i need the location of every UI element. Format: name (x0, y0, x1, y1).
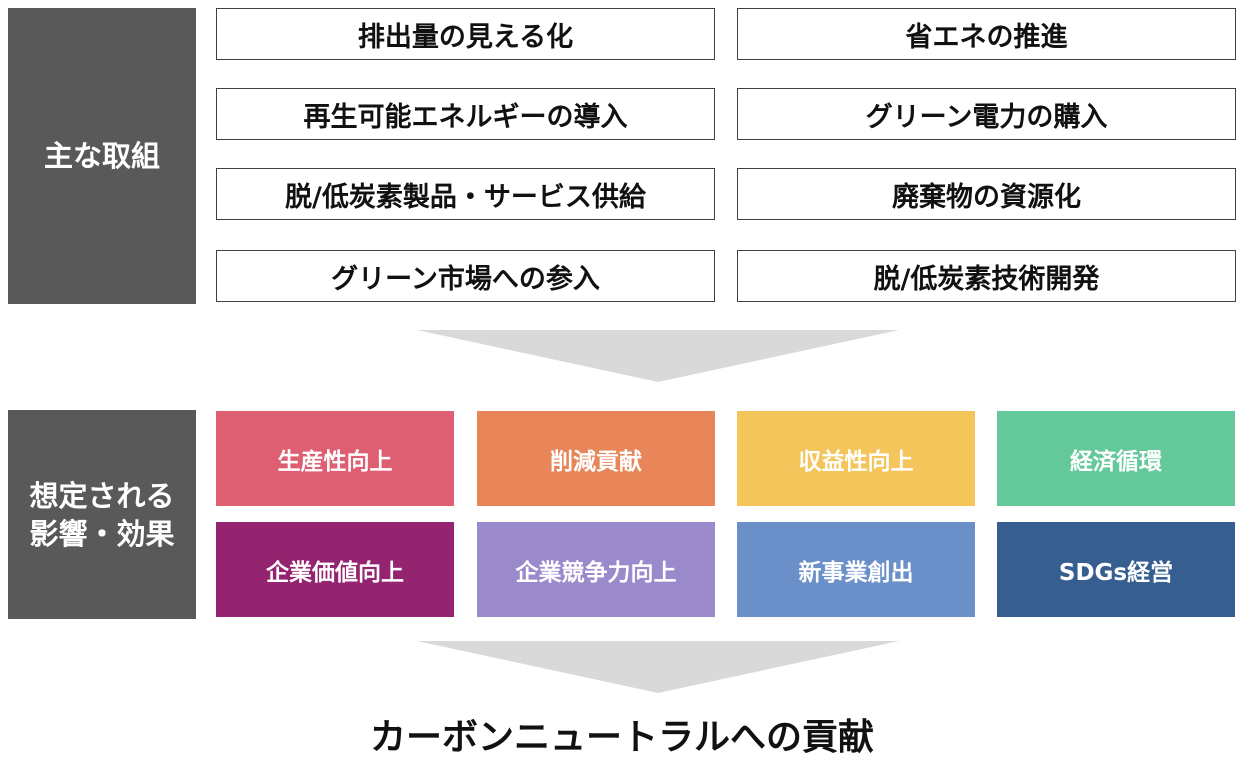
effect-box: 新事業創出 (737, 522, 975, 617)
effect-box: 生産性向上 (216, 411, 454, 506)
effects-label: 想定される 影響・効果 (8, 410, 196, 619)
initiatives-label: 主な取組 (8, 8, 196, 304)
effect-box: SDGs経営 (997, 522, 1235, 617)
initiatives-label-line: 主な取組 (43, 139, 160, 173)
effects-label-line: 影響・効果 (29, 516, 175, 551)
initiative-box: 再生可能エネルギーの導入 (216, 88, 715, 140)
initiative-box: 廃棄物の資源化 (737, 168, 1236, 220)
conclusion-text: カーボンニュートラルへの貢献 (369, 717, 874, 758)
effects-label-line: 想定される (29, 478, 175, 513)
arrow-shape (417, 330, 899, 382)
effect-box: 企業価値向上 (216, 522, 454, 617)
initiative-box: 脱/低炭素技術開発 (737, 250, 1236, 302)
effect-box: 削減貢献 (477, 411, 715, 506)
arrow-shape (417, 641, 899, 693)
initiative-box: グリーン市場への参入 (216, 250, 715, 302)
effect-box: 経済循環 (997, 411, 1235, 506)
down-arrow-icon (417, 641, 899, 693)
initiative-box: 排出量の見える化 (216, 8, 715, 60)
initiative-box: 脱/低炭素製品・サービス供給 (216, 168, 715, 220)
initiative-box: 省エネの推進 (737, 8, 1236, 60)
down-arrow-icon (417, 330, 899, 382)
effect-box: 企業競争力向上 (477, 522, 715, 617)
effect-box: 収益性向上 (737, 411, 975, 506)
initiative-box: グリーン電力の購入 (737, 88, 1236, 140)
